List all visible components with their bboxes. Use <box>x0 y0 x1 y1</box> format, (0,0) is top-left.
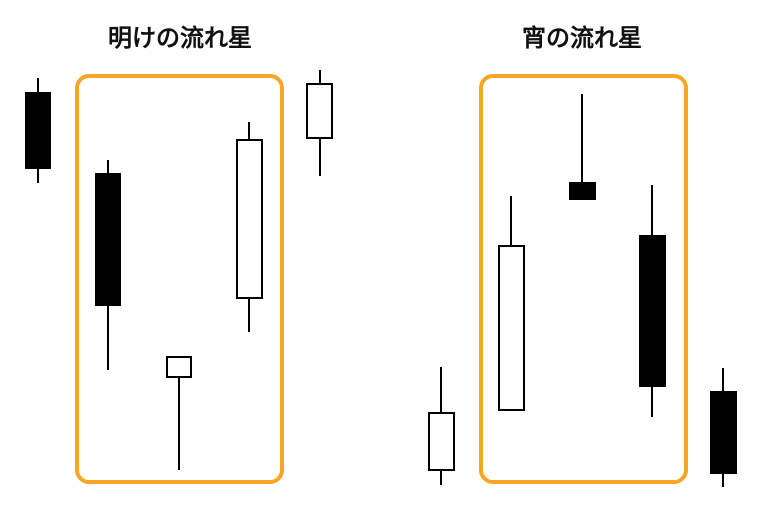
candle-right-1 <box>428 367 455 485</box>
highlight-frame-right <box>479 74 688 484</box>
panel-title-evening-star: 宵の流れ星 <box>522 24 642 52</box>
candle-left-3 <box>166 356 192 470</box>
candle-body <box>166 356 192 378</box>
candle-body <box>710 391 737 474</box>
candle-left-5 <box>306 70 333 176</box>
candle-right-5 <box>710 368 737 487</box>
candle-body <box>498 245 525 411</box>
candle-right-2 <box>498 196 525 411</box>
candle-left-4 <box>236 122 263 332</box>
candle-body <box>25 92 51 169</box>
panel-title-morning-star: 明けの流れ星 <box>108 24 252 52</box>
candle-left-2 <box>95 160 121 370</box>
candle-body <box>428 412 455 471</box>
candle-left-1 <box>25 78 51 183</box>
candle-body <box>236 139 263 299</box>
candle-body <box>639 235 666 387</box>
candle-body <box>569 182 596 200</box>
candle-right-3 <box>569 94 596 200</box>
candle-body <box>306 83 333 139</box>
highlight-frame-left <box>75 74 284 484</box>
candle-body <box>95 173 121 306</box>
candle-right-4 <box>639 185 666 417</box>
